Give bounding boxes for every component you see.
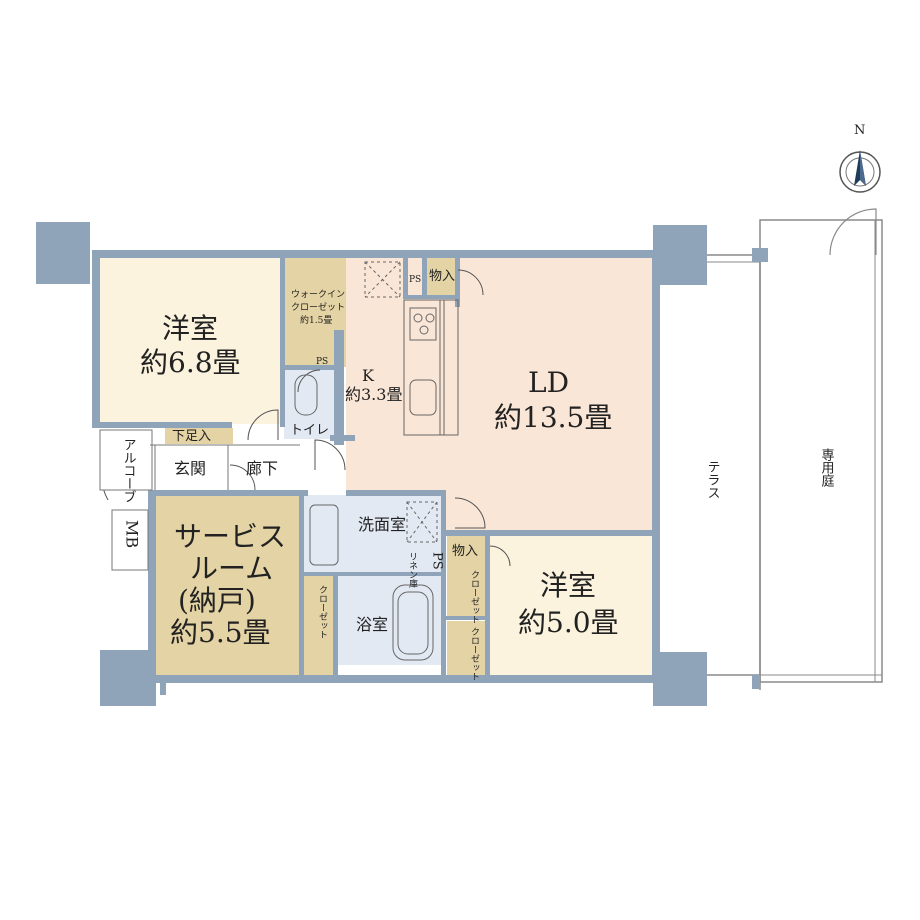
linen-label: リネン庫	[407, 552, 418, 589]
storage-mid	[447, 535, 487, 562]
western-room-1	[100, 257, 282, 424]
wic-size: 約1.5畳	[300, 314, 332, 326]
private-garden-area	[752, 208, 883, 689]
kitchen-name: K	[362, 366, 375, 385]
storage-top-label: 物入	[429, 269, 455, 284]
toilet-label: トイレ	[290, 423, 329, 438]
storage-top	[426, 257, 458, 295]
exterior-walls	[36, 222, 707, 706]
entrance-lines	[99, 429, 300, 571]
hallway-label: 廊下	[246, 459, 278, 478]
western-room-2	[488, 535, 658, 675]
shoe-storage-label: 下足入	[172, 429, 211, 444]
shoe-storage	[165, 428, 233, 444]
closet-service-label: クローゼット	[317, 585, 328, 639]
service-room-line2: ルーム	[190, 552, 273, 585]
service-room-line1: サービス	[174, 520, 286, 553]
ps-top-label: PS	[409, 275, 421, 285]
service-room-size: 約5.5畳	[170, 616, 271, 649]
washroom-label-1: 洗面室	[358, 515, 406, 534]
north-arrow-icon	[839, 150, 881, 193]
interior-walls	[280, 257, 658, 680]
ld-room	[346, 257, 658, 535]
ps-wash-label: PS	[430, 552, 445, 570]
kitchen-counter	[364, 261, 459, 436]
bathroom	[337, 575, 443, 665]
service-room-line3: (納戸)	[178, 584, 256, 617]
bath-fixtures	[294, 374, 438, 661]
ld-name: LD	[528, 366, 569, 399]
storage-mid-label: 物入	[452, 544, 478, 559]
wic-label-2: クローゼット	[291, 301, 345, 313]
closet-a-label: クローゼット	[469, 570, 480, 624]
mb-label: MB	[123, 520, 142, 548]
ld-size: 約13.5畳	[494, 401, 612, 434]
western-room-2-size: 約5.0畳	[518, 606, 619, 639]
alcove-label: アルコーブ	[121, 438, 136, 503]
private-garden-label: 専用庭	[819, 448, 835, 488]
terrace-label: テラス	[705, 460, 720, 499]
wic-label-1: ウォークイン	[291, 289, 345, 300]
compass-label: N	[854, 123, 865, 138]
closet-service	[303, 575, 335, 675]
washroom	[303, 495, 443, 575]
western-room-1-size: 約6.8畳	[140, 346, 241, 379]
entrance-label: 玄関	[174, 459, 206, 478]
western-room-1-name: 洋室	[162, 312, 218, 345]
bathroom-label: 浴室	[356, 615, 388, 634]
service-room	[155, 495, 301, 675]
closet-b	[447, 621, 487, 675]
ps-wc-label: PS	[316, 357, 328, 367]
closet-a	[447, 562, 487, 617]
toilet	[284, 367, 334, 439]
kitchen-size: 約3.3畳	[345, 385, 402, 404]
western-room-2-name: 洋室	[540, 569, 596, 602]
closet-b-label: クローゼット	[469, 627, 480, 681]
